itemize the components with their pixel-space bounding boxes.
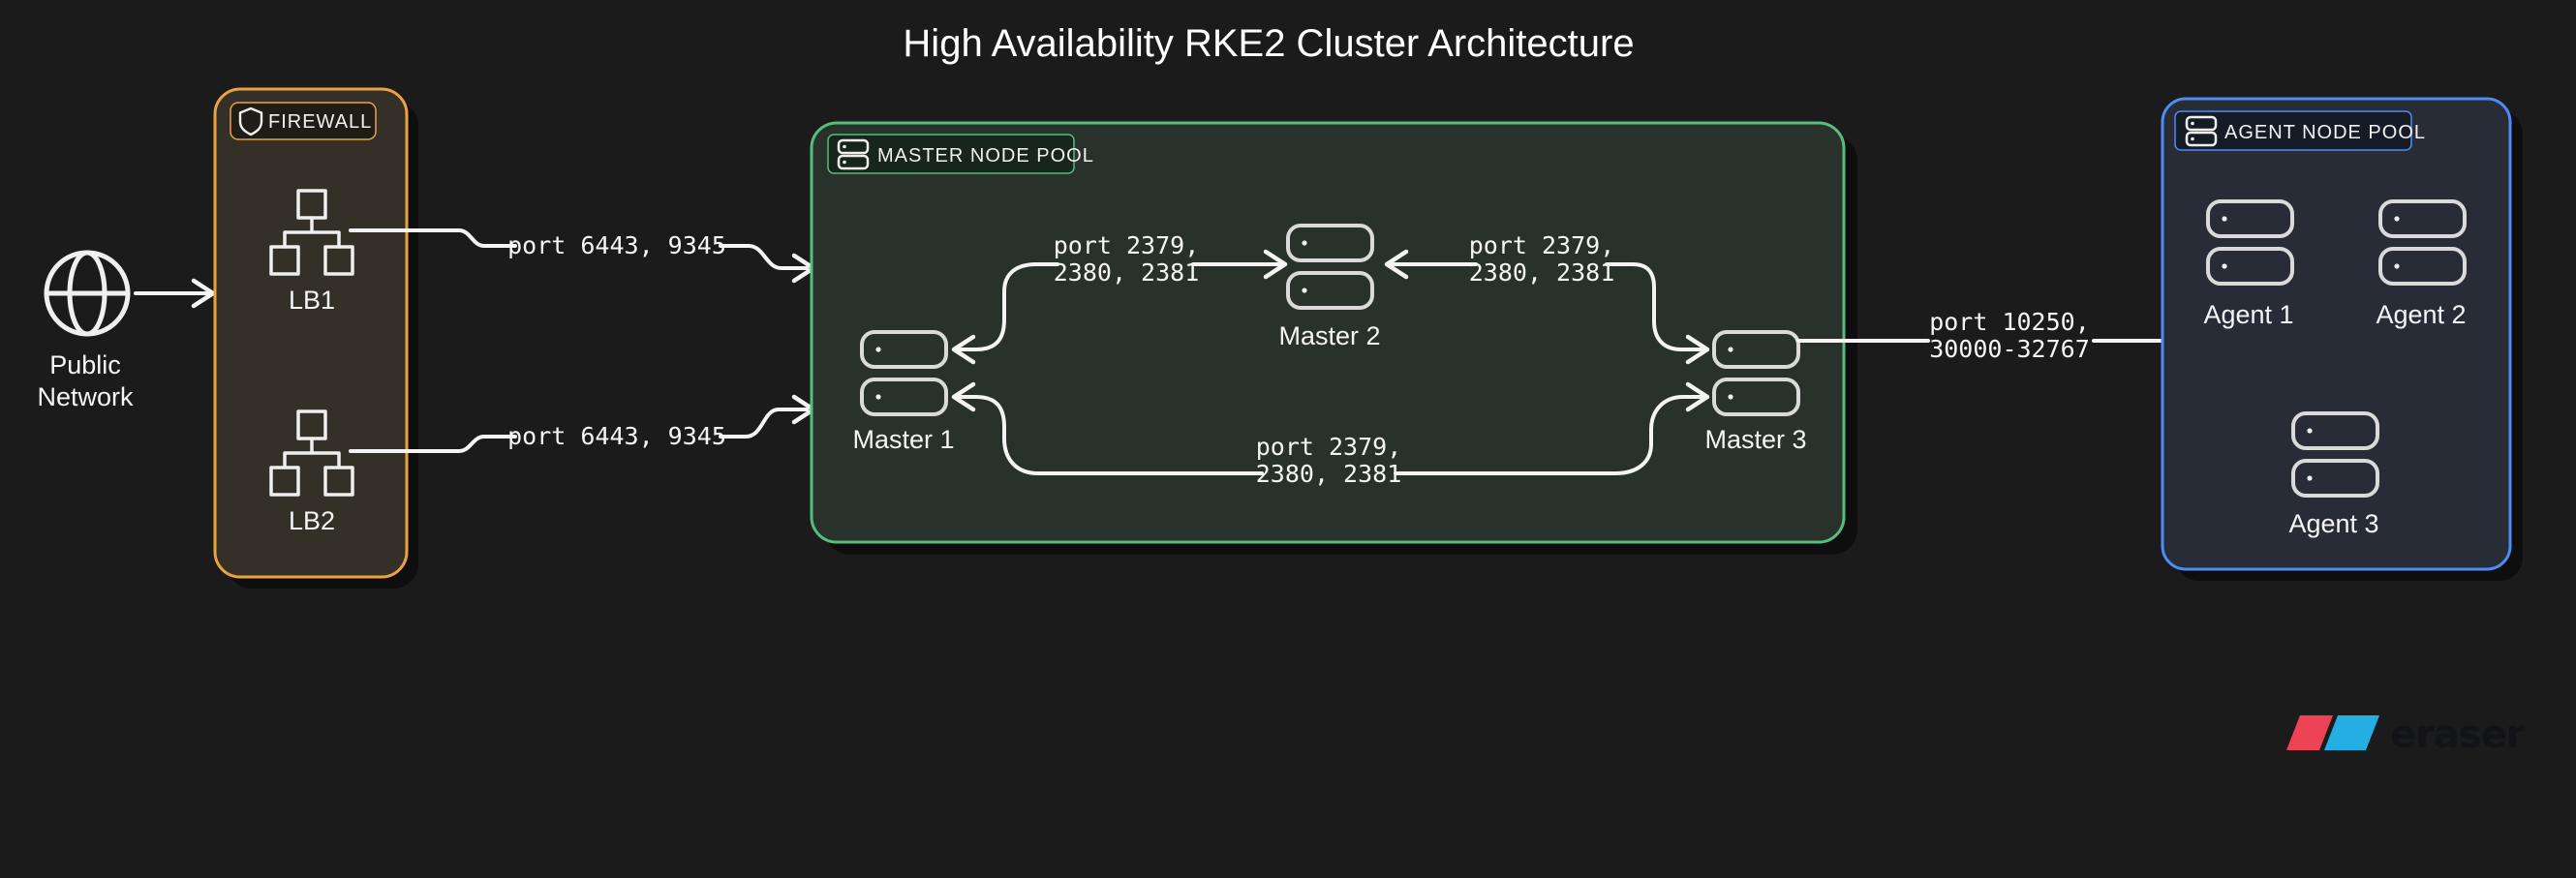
port-label-m2-m3-line1: port 2379, — [1469, 231, 1615, 259]
agent-pool-label-chip: AGENT NODE POOL — [2174, 110, 2426, 151]
agent-node-pool-group: AGENT NODE POOL Agent 1 Agent 2 Agent 3 — [2161, 97, 2523, 581]
firewall-chip-label: FIREWALL — [268, 111, 372, 133]
agent-pool-chip-label: AGENT NODE POOL — [2224, 122, 2426, 143]
firewall-label-chip: FIREWALL — [230, 102, 377, 140]
public-network-label-line1: Public — [49, 350, 121, 379]
lb1-label: LB1 — [289, 286, 335, 315]
port-label-m1-m3-line2: 2380, 2381 — [1256, 460, 1402, 488]
port-label-lb2: port 6443, 9345 — [507, 422, 726, 450]
diagram-title: High Availability RKE2 Cluster Architect… — [903, 22, 1634, 65]
port-label-m1-m3-line1: port 2379, — [1256, 433, 1402, 461]
arrowhead-right-icon — [1685, 381, 1710, 412]
firewall-group: FIREWALL LB1 LB2 — [213, 87, 418, 589]
master-pool-label-chip: MASTER NODE POOL — [827, 134, 1094, 174]
edge-master1-master2: port 2379, 2380, 2381 — [951, 231, 1288, 365]
agent-pool-box — [2161, 97, 2512, 571]
eraser-watermark[interactable]: eraser — [2286, 712, 2527, 757]
agent2-node: Agent 2 — [2376, 199, 2467, 329]
edge-public-to-firewall — [134, 278, 216, 309]
edge-master-to-agent-pool: port 10250, 30000-32767 — [1796, 308, 2190, 363]
eraser-logo-red-icon — [2286, 715, 2333, 750]
port-label-m2-m3-line2: 2380, 2381 — [1469, 258, 1615, 287]
edge-lb2-to-master-pool: port 6443, 9345 — [349, 394, 816, 453]
master-node-pool-group: MASTER NODE POOL Master 1 Master 2 Maste… — [810, 121, 1857, 555]
master-pool-chip-label: MASTER NODE POOL — [877, 145, 1094, 167]
edge-lb1-to-master-pool: port 6443, 9345 — [349, 228, 816, 284]
master-pool-box — [810, 121, 1846, 544]
firewall-box — [213, 87, 409, 579]
lb2-node: LB2 — [269, 409, 354, 535]
port-label-master-agent-line1: port 10250, — [1929, 308, 2090, 336]
master2-node: Master 2 — [1278, 224, 1381, 350]
eraser-watermark-text: eraser — [2390, 712, 2526, 757]
port-label-master-agent-line2: 30000-32767 — [1929, 335, 2090, 363]
shield-icon — [238, 106, 263, 136]
arrowhead-left-icon — [951, 381, 976, 412]
lb1-node: LB1 — [269, 189, 354, 315]
arrowhead-left-icon — [951, 334, 976, 365]
agent3-label: Agent 3 — [2288, 509, 2378, 538]
port-label-lb1: port 6443, 9345 — [507, 231, 726, 259]
master3-node: Master 3 — [1704, 330, 1807, 454]
public-network-label-line2: Network — [37, 382, 134, 411]
master2-label: Master 2 — [1278, 321, 1380, 350]
master3-label: Master 3 — [1704, 425, 1806, 454]
edge-master1-master3: port 2379, 2380, 2381 — [951, 381, 1710, 488]
port-label-m1-m2-line2: 2380, 2381 — [1054, 258, 1200, 287]
master1-label: Master 1 — [852, 425, 954, 454]
arrowhead-right-icon — [1263, 249, 1288, 280]
public-network-node: Public Network — [37, 250, 134, 411]
agent1-label: Agent 1 — [2203, 300, 2293, 329]
arrowhead-right-icon — [1685, 334, 1710, 365]
agent1-node: Agent 1 — [2203, 199, 2294, 329]
agent2-label: Agent 2 — [2376, 300, 2466, 329]
edge-master2-master3: port 2379, 2380, 2381 — [1384, 231, 1710, 365]
globe-icon — [44, 250, 131, 337]
agent3-node: Agent 3 — [2288, 411, 2379, 538]
eraser-logo-blue-icon — [2324, 715, 2379, 750]
port-label-m1-m2-line1: port 2379, — [1054, 231, 1200, 259]
arrowhead-left-icon — [1384, 249, 1409, 280]
master1-node: Master 1 — [852, 330, 955, 454]
lb2-label: LB2 — [289, 506, 335, 535]
arrowhead-right-icon — [191, 278, 216, 309]
